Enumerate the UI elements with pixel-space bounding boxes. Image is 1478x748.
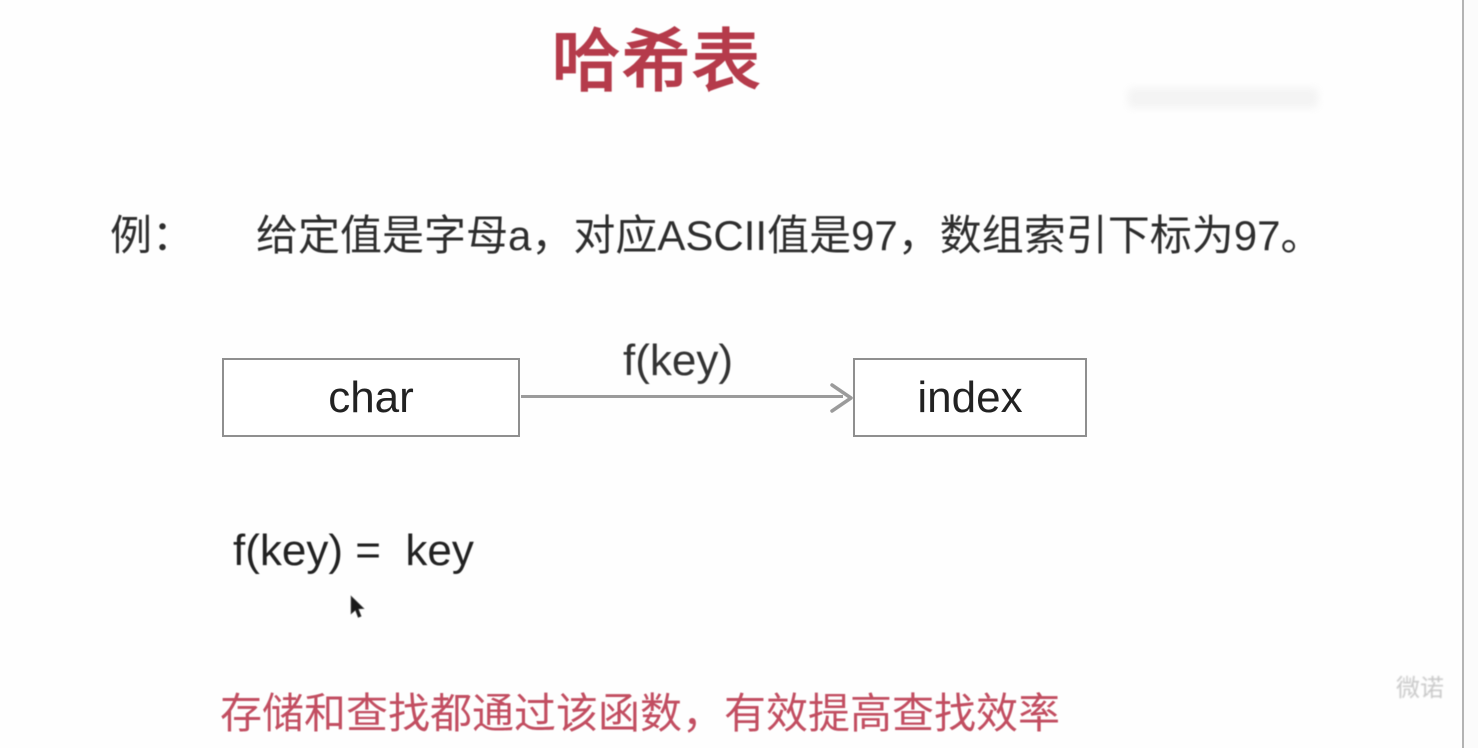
hash-formula: f(key) = key	[233, 526, 474, 575]
example-text: 给定值是字母a，对应ASCII值是97，数组索引下标为97。	[256, 212, 1323, 259]
arrow-head-icon	[828, 381, 856, 420]
arrow-function-label: f(key)	[623, 336, 733, 385]
right-edge-line	[1462, 0, 1464, 748]
index-box: index	[853, 358, 1087, 437]
index-box-label: index	[917, 372, 1023, 422]
summary-note: 存储和查找都通过该函数，有效提高查找效率	[220, 690, 1061, 737]
example-label: 例：	[110, 212, 195, 259]
char-box: char	[222, 358, 520, 437]
char-box-label: char	[328, 372, 414, 422]
corner-watermark: 微诺	[1396, 675, 1444, 700]
mouse-cursor-icon	[348, 595, 366, 626]
page-title: 哈希表	[552, 24, 763, 100]
faint-watermark-smudge	[1128, 88, 1318, 108]
right-edge-strip	[1464, 0, 1478, 748]
example-sentence: 例： 给定值是字母a，对应ASCII值是97，数组索引下标为97。	[110, 202, 1323, 263]
arrow-line	[521, 395, 843, 398]
